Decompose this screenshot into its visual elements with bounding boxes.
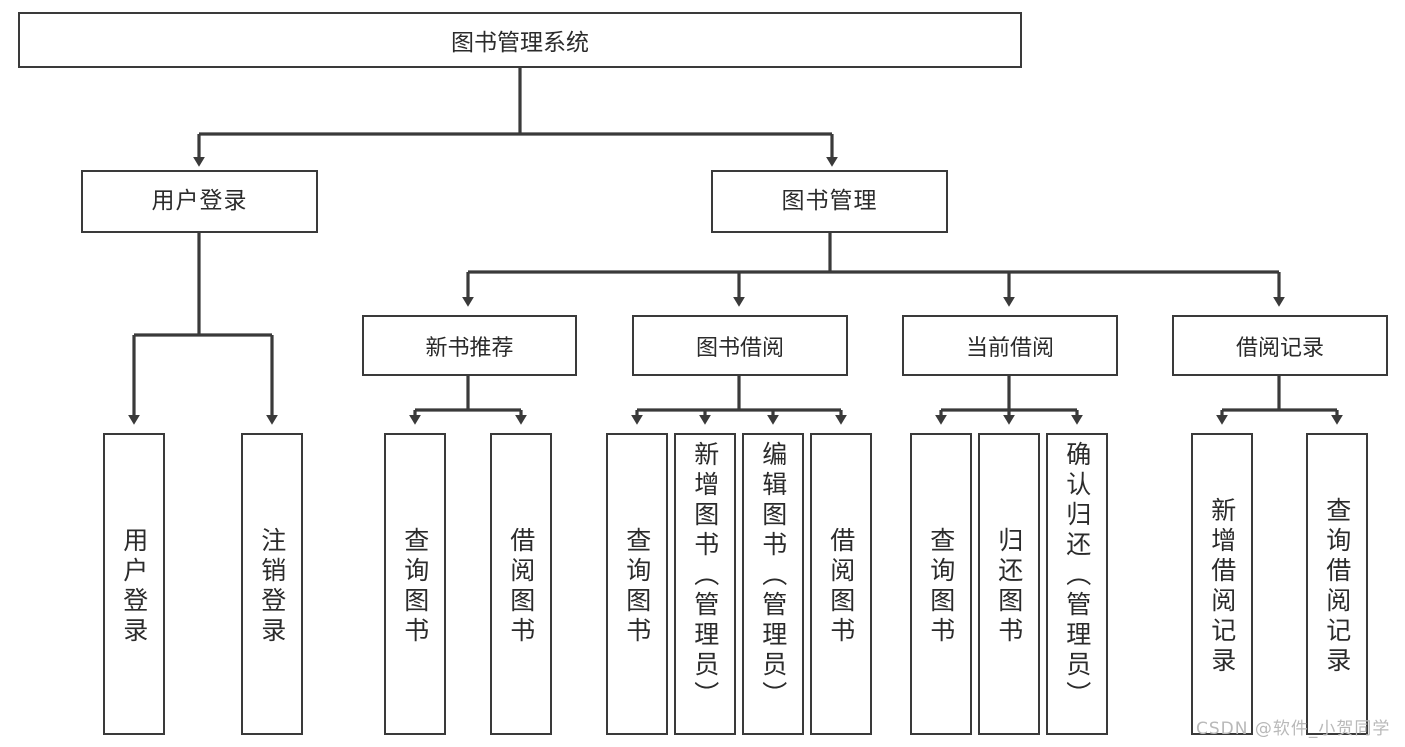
leaf-label: 借阅图书 (506, 527, 536, 647)
leaf-book-borrow-query-book[interactable]: 查询图书 (606, 433, 668, 735)
leaf-book-borrow-add-book-admin[interactable]: 新增图书（管理员） (674, 433, 736, 735)
leaf-user-login-login[interactable]: 用户登录 (103, 433, 165, 735)
node-root-system[interactable]: 图书管理系统 (18, 12, 1022, 68)
leaf-label: 新增图书（管理员） (690, 441, 720, 711)
node-book-management[interactable]: 图书管理 (711, 170, 948, 233)
leaf-label: 查询图书 (622, 527, 652, 647)
leaf-book-borrow-borrow-book[interactable]: 借阅图书 (810, 433, 872, 735)
node-root-label: 图书管理系统 (451, 30, 589, 56)
leaf-borrow-record-query-record[interactable]: 查询借阅记录 (1306, 433, 1368, 735)
leaf-label: 用户登录 (119, 527, 149, 647)
node-book-management-label: 图书管理 (781, 187, 878, 214)
node-current-borrow-label: 当前借阅 (965, 335, 1054, 361)
node-new-book-recommend-label: 新书推荐 (425, 335, 514, 361)
leaf-label: 查询借阅记录 (1322, 497, 1352, 677)
leaf-label: 归还图书 (994, 527, 1024, 647)
node-user-login[interactable]: 用户登录 (81, 170, 318, 233)
node-book-borrow[interactable]: 图书借阅 (632, 315, 848, 376)
node-new-book-recommend[interactable]: 新书推荐 (362, 315, 577, 376)
leaf-label: 确认归还（管理员） (1062, 441, 1092, 711)
node-user-login-label: 用户登录 (151, 187, 248, 214)
leaf-book-borrow-edit-book-admin[interactable]: 编辑图书（管理员） (742, 433, 804, 735)
leaf-current-borrow-confirm-return-admin[interactable]: 确认归还（管理员） (1046, 433, 1108, 735)
watermark: CSDN @软件_小贺同学 (1196, 719, 1391, 739)
leaf-label: 新增借阅记录 (1207, 497, 1237, 677)
leaf-label: 查询图书 (926, 527, 956, 647)
leaf-label: 注销登录 (257, 527, 287, 647)
leaf-user-login-logout[interactable]: 注销登录 (241, 433, 303, 735)
leaf-new-book-borrow-book[interactable]: 借阅图书 (490, 433, 552, 735)
leaf-label: 借阅图书 (826, 527, 856, 647)
leaf-borrow-record-add-record[interactable]: 新增借阅记录 (1191, 433, 1253, 735)
node-borrow-record-label: 借阅记录 (1235, 335, 1324, 361)
node-current-borrow[interactable]: 当前借阅 (902, 315, 1118, 376)
leaf-current-borrow-query-book[interactable]: 查询图书 (910, 433, 972, 735)
leaf-label: 查询图书 (400, 527, 430, 647)
node-borrow-record[interactable]: 借阅记录 (1172, 315, 1388, 376)
leaf-label: 编辑图书（管理员） (758, 441, 788, 711)
leaf-new-book-query-book[interactable]: 查询图书 (384, 433, 446, 735)
leaf-current-borrow-return-book[interactable]: 归还图书 (978, 433, 1040, 735)
node-book-borrow-label: 图书借阅 (695, 335, 784, 361)
